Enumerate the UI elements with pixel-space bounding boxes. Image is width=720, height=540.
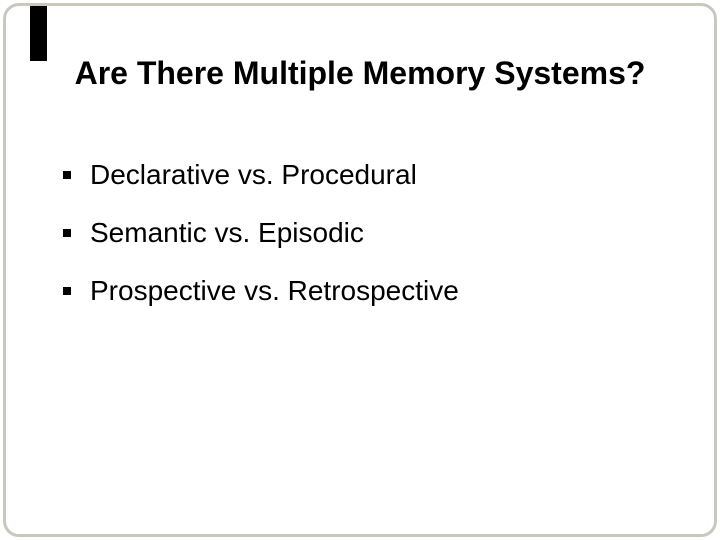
bullet-square-icon (63, 287, 71, 295)
bullet-list: Declarative vs. Procedural Semantic vs. … (63, 160, 459, 334)
bullet-text: Semantic vs. Episodic (90, 217, 364, 248)
bullet-text: Declarative vs. Procedural (90, 159, 417, 190)
bullet-square-icon (63, 171, 71, 179)
bullet-square-icon (63, 229, 71, 237)
bullet-item: Declarative vs. Procedural (63, 160, 459, 190)
bullet-item: Semantic vs. Episodic (63, 218, 459, 248)
slide-title: Are There Multiple Memory Systems? (74, 55, 646, 91)
bullet-item: Prospective vs. Retrospective (63, 276, 459, 306)
accent-bar (30, 6, 47, 61)
bullet-text: Prospective vs. Retrospective (90, 275, 459, 306)
